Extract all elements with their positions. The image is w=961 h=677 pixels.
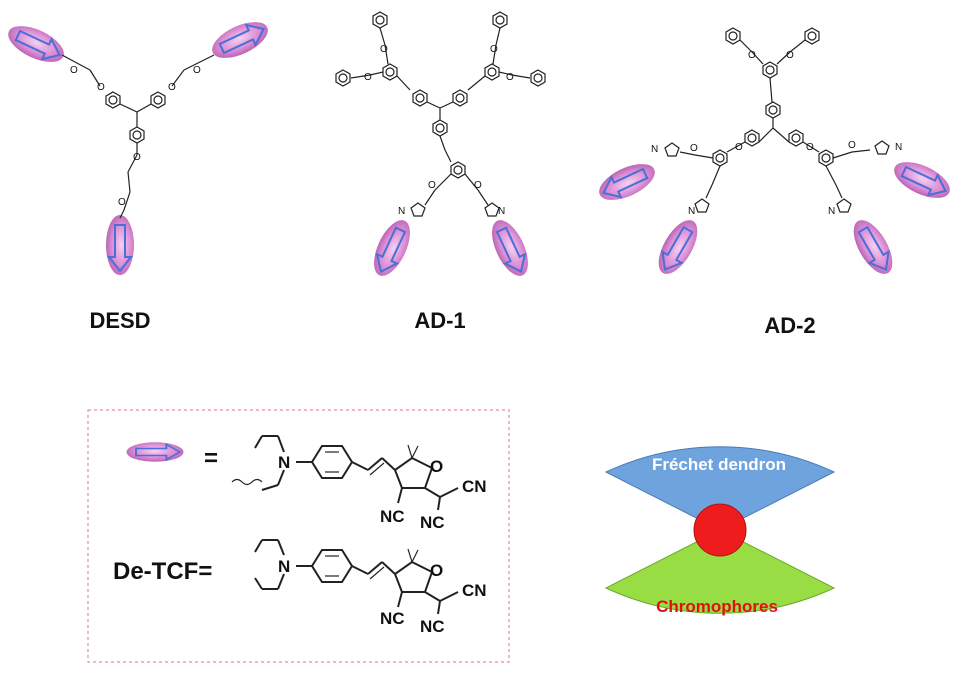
molecule-ad1: O O O O O O N N	[335, 11, 546, 283]
desd-o-3: O	[193, 65, 201, 76]
de-tcf-n: N	[278, 557, 290, 576]
ad1-o-3: O	[490, 44, 498, 55]
legend-chromophore-icon	[125, 441, 185, 463]
label-ad1: AD-1	[414, 308, 465, 333]
chromophores-fan	[604, 529, 836, 614]
de-tcf-cn-2: CN	[462, 581, 487, 600]
frechet-dendron-label: Fréchet dendron	[652, 455, 786, 474]
ad1-o-4: O	[506, 72, 514, 83]
chromophores-label: Chromophores	[656, 597, 778, 616]
ad2-o-5: O	[690, 143, 698, 154]
ad2-n-1: N	[651, 144, 658, 155]
ad2-o-6: O	[848, 140, 856, 151]
ad1-n-2: N	[498, 206, 505, 217]
molecule-desd: O O O O O O	[1, 13, 275, 276]
chromophore-structure: N O NC CN NC	[231, 435, 487, 532]
frechet-dendron-fan	[604, 446, 836, 531]
desd-skeleton: O O O O O O	[61, 54, 215, 219]
ad1-n-1: N	[398, 206, 405, 217]
core-circle	[693, 503, 747, 557]
desd-o-2: O	[97, 82, 105, 93]
ad2-o-3: O	[735, 142, 743, 153]
dendron-model: Fréchet dendron Chromophores	[604, 446, 836, 616]
chromophore-ad2-4	[844, 213, 902, 281]
chromophore-desd-1	[1, 17, 71, 71]
legend-box	[87, 409, 510, 663]
ad1-o-2: O	[364, 72, 372, 83]
desd-o-6: O	[118, 197, 126, 208]
ad1-skeleton: O O O O O O N N	[335, 11, 546, 217]
label-ad2: AD-2	[764, 313, 815, 338]
de-tcf-nc: NC	[420, 617, 445, 636]
label-desd: DESD	[89, 308, 150, 333]
ad1-o-5: O	[428, 180, 436, 191]
desd-o-4: O	[168, 82, 176, 93]
ad2-o-2: O	[786, 50, 794, 61]
chromophore-desd-3	[105, 214, 135, 276]
ad2-o-4: O	[806, 142, 814, 153]
chromophore-ad2-2	[887, 153, 957, 207]
desd-o-1: O	[70, 65, 78, 76]
chromophore-ad2-3	[649, 213, 707, 281]
ad2-n-2: N	[895, 142, 902, 153]
chromophore-cn-1: NC	[380, 507, 405, 526]
de-tcf-cn-1: NC	[380, 609, 405, 628]
ad1-o-6: O	[474, 180, 482, 191]
desd-o-5: O	[133, 152, 141, 163]
ad2-skeleton: O O O O O O N N N N	[651, 27, 902, 217]
ad2-n-3: N	[688, 206, 695, 217]
ad2-n-4: N	[828, 206, 835, 217]
de-tcf-label: De-TCF=	[113, 558, 212, 585]
de-tcf-structure: N O NC CN NC	[254, 539, 487, 636]
chromophore-desd-2	[205, 13, 275, 67]
chromophore-ad2-1	[592, 155, 662, 209]
ad2-o-1: O	[748, 50, 756, 61]
chromophore-n: N	[278, 453, 290, 472]
de-tcf-o: O	[430, 561, 443, 580]
chromophore-cn-2: CN	[462, 477, 487, 496]
chromophore-o: O	[430, 457, 443, 476]
chromophore-ad1-1	[365, 213, 419, 283]
molecule-ad2: O O O O O O N N N N	[592, 27, 957, 281]
chromophore-nc: NC	[420, 513, 445, 532]
ad1-o-1: O	[380, 44, 388, 55]
chromophore-ad1-2	[483, 213, 537, 283]
legend-equals: =	[204, 445, 218, 472]
